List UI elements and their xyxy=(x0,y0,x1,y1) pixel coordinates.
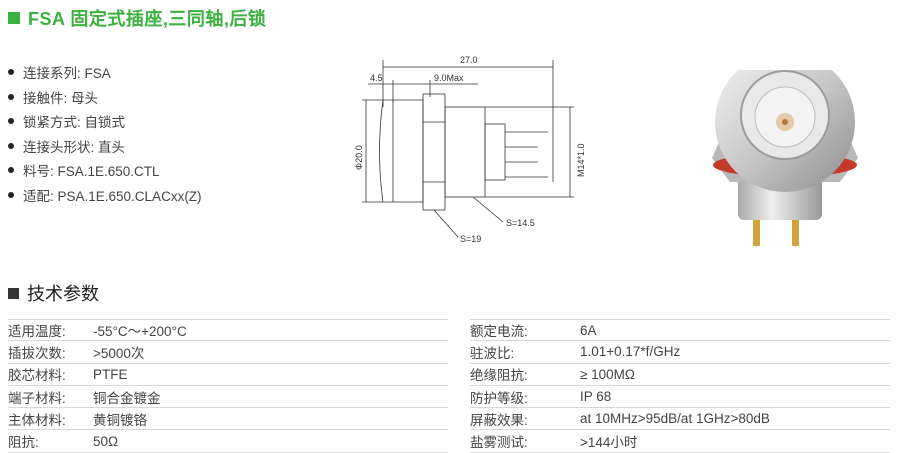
param-value: >144小时 xyxy=(580,435,638,451)
bullet-icon xyxy=(8,118,14,125)
section-title: 技术参数 xyxy=(27,284,99,304)
param-label: 防护等级: xyxy=(470,390,528,406)
param-label: 端子材料: xyxy=(8,390,66,406)
param-label: 屏蔽效果: xyxy=(470,412,528,428)
param-value: 6A xyxy=(580,322,597,338)
dim-m14: M14*1.0 xyxy=(576,143,586,177)
param-value: -55°C～+200°C xyxy=(93,324,187,340)
param-row: 插拔次数: >5000次 xyxy=(8,341,448,364)
param-row: 绝缘阻抗: ≥ 100MΩ xyxy=(470,364,890,386)
param-row: 胶芯材料: PTFE xyxy=(8,364,448,386)
param-row: 驻波比: 1.01+0.17*f/GHz xyxy=(470,341,890,364)
param-label: 主体材料: xyxy=(8,412,66,428)
param-value: 黄铜镀铬 xyxy=(93,412,147,428)
dim-s19: S=19 xyxy=(460,234,481,244)
param-label: 绝缘阻抗: xyxy=(470,368,528,384)
param-value: at 10MHz>95dB/at 1GHz>80dB xyxy=(580,411,770,427)
dim-phi20: Φ20.0 xyxy=(354,145,364,170)
bullet-icon xyxy=(8,142,14,149)
page-title-bar: FSA 固定式插座,三同轴,后锁 xyxy=(8,6,266,30)
spec-item: 连接头形状: 直头 xyxy=(8,134,202,159)
param-label: 额定电流: xyxy=(470,324,528,340)
technical-drawing: 27.0 4.5 9.0Max Φ20.0 M14*1.0 S=14.5 S=1… xyxy=(354,55,586,244)
param-label: 阻抗: xyxy=(8,435,39,451)
param-value: PTFE xyxy=(93,366,128,382)
param-value: >5000次 xyxy=(93,345,145,361)
param-row: 额定电流: 6A xyxy=(470,319,890,342)
param-row: 屏蔽效果: at 10MHz>95dB/at 1GHz>80dB xyxy=(470,408,890,431)
title-marker xyxy=(8,12,20,24)
spec-item: 适配: PSA.1E.650.CLACxx(Z) xyxy=(8,183,202,208)
dim-9-max: 9.0Max xyxy=(434,73,464,83)
bullet-icon xyxy=(8,69,14,76)
page-title: FSA 固定式插座,三同轴,后锁 xyxy=(28,9,267,29)
params-table-left: 适用温度:-55°C～+200°C 插拔次数:>5000次 胶芯材料:PTFE … xyxy=(8,319,448,453)
dim-s14-5: S=14.5 xyxy=(506,218,535,228)
param-value: 50Ω xyxy=(93,433,119,449)
param-value: ≥ 100MΩ xyxy=(580,366,636,382)
param-label: 插拔次数: xyxy=(8,345,66,361)
param-row: 主体材料: 黄铜镀铬 xyxy=(8,408,448,431)
params-table-right: 额定电流: 6A 驻波比: 1.01+0.17*f/GHz 绝缘阻抗: ≥ 100MΩ… xyxy=(470,319,890,453)
spec-text: 接触件: 母头 xyxy=(23,90,99,106)
param-label: 驻波比: xyxy=(470,345,515,361)
dim-27: 27.0 xyxy=(460,55,478,65)
param-row: 防护等级: IP 68 xyxy=(470,386,890,409)
spec-list: 连接系列: FSA 接触件: 母头 锁紧方式: 自锁式 连接头形状: 直头 料号… xyxy=(8,60,202,207)
section-header: 技术参数 xyxy=(8,280,99,306)
spec-text: 适配: PSA.1E.650.CLACxx(Z) xyxy=(23,188,202,204)
product-image xyxy=(712,70,858,246)
spec-text: 连接系列: FSA xyxy=(23,66,111,82)
spec-item: 料号: FSA.1E.650.CTL xyxy=(8,158,202,183)
param-value: IP 68 xyxy=(580,389,612,405)
param-label: 盐雾测试: xyxy=(470,435,528,451)
spec-text: 锁紧方式: 自锁式 xyxy=(23,115,126,131)
spec-item: 锁紧方式: 自锁式 xyxy=(8,109,202,134)
param-row: 阻抗: 50Ω xyxy=(8,430,448,453)
spec-text: 连接头形状: 直头 xyxy=(23,139,126,155)
spec-item: 接触件: 母头 xyxy=(8,85,202,110)
param-row: 适用温度: -55°C～+200°C xyxy=(8,319,448,342)
section-marker xyxy=(8,287,19,299)
bullet-icon xyxy=(8,191,14,198)
param-value: 1.01+0.17*f/GHz xyxy=(580,344,681,360)
spec-text: 料号: FSA.1E.650.CTL xyxy=(23,164,160,180)
dim-4-5: 4.5 xyxy=(370,73,383,83)
param-label: 适用温度: xyxy=(8,324,66,340)
param-value: 铜合金镀金 xyxy=(93,390,161,406)
bullet-icon xyxy=(8,167,14,174)
param-label: 胶芯材料: xyxy=(8,368,66,384)
spec-item: 连接系列: FSA xyxy=(8,60,202,85)
param-row: 端子材料: 铜合金镀金 xyxy=(8,386,448,409)
bullet-icon xyxy=(8,93,14,100)
param-row: 盐雾测试: >144小时 xyxy=(470,430,890,453)
